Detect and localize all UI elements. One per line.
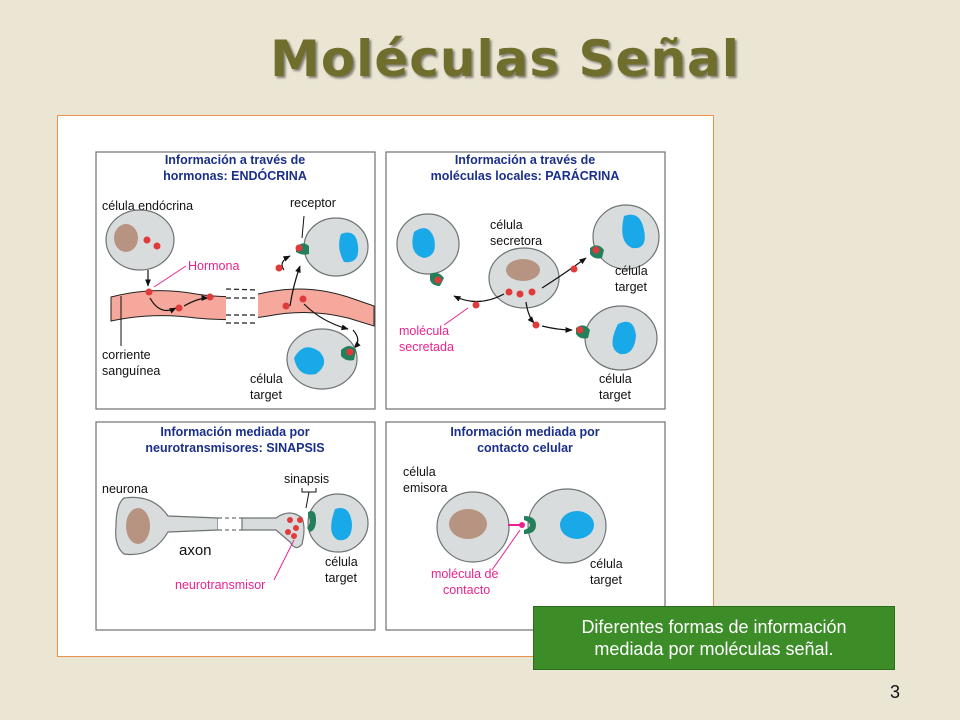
panel-paracrine: Información a través de moléculas locale… [385,151,666,410]
receptor-icon [576,325,590,339]
endocrine-target-label-line2: target [250,388,282,402]
target-b-label-line2: target [599,388,631,402]
neurotransmitter-label: neurotransmisor [175,578,265,592]
slide-title: Moléculas Señal [270,30,740,88]
contact-molecule-label-line1: molécula de [431,567,498,581]
panel-contact: Información mediada por contacto celular… [385,421,666,631]
endocrine-nucleus [114,224,138,252]
vessel-gap [225,288,259,324]
target-b-label-line1: célula [599,372,632,386]
panel-synapse: Información mediada por neurotransmisore… [95,421,376,631]
target-a-label-line2: target [615,280,647,294]
contact-target-label-line2: target [590,573,622,587]
caption-box: Diferentes formas de información mediada… [533,606,895,670]
synapse-target-label-line1: célula [325,555,358,569]
target-a-label-line1: célula [615,264,648,278]
page-number: 3 [889,682,900,702]
blue-nucleus [339,232,359,263]
axon-label: axon [179,542,212,559]
synapse-label: sinapsis [284,472,329,486]
emitter-label-line2: emisora [403,481,448,495]
contact-target-label-line1: célula [590,557,623,571]
blood-label-line1: corriente [102,348,151,362]
endocrine-cell-label: célula endócrina [102,199,193,213]
neuron-label: neurona [102,482,148,496]
hormone-molecule [145,288,153,296]
figure-frame: Información a través de hormonas: ENDÓCR… [57,115,714,657]
contact-title-line2: contacto celular [477,441,573,455]
secretory-label-line1: célula [490,218,523,232]
endocrine-title-line2: hormonas: ENDÓCRINA [163,168,307,183]
synapse-title-line2: neurotransmisores: SINAPSIS [145,441,324,455]
contact-molecule-label-line2: contacto [443,583,490,597]
receptor-icon [307,511,316,532]
panel-endocrine: Información a través de hormonas: ENDÓCR… [95,151,376,410]
signaling-diagram: Información a través de hormonas: ENDÓCR… [95,151,666,631]
synapse-title-line1: Información mediada por [160,425,309,439]
secretory-label-line2: secretora [490,234,542,248]
endocrine-target-cell-upper [303,217,369,277]
contact-title-line1: Información mediada por [450,425,599,439]
secreted-molecule [472,301,480,309]
receptor-label: receptor [290,196,336,210]
synapse-target-label-line2: target [325,571,357,585]
receptor-icon [524,516,536,534]
endocrine-title-line1: Información a través de [165,153,305,167]
receptor-icon [341,346,356,361]
paracrine-title-line2: moléculas locales: PARÁCRINA [431,168,620,183]
receptor-icon [295,243,309,255]
caption-line1: Diferentes formas de información [581,617,847,637]
paracrine-title-line1: Información a través de [455,153,595,167]
emitter-label-line1: célula [403,465,436,479]
endocrine-target-label-line1: célula [250,372,283,386]
secreted-label-line1: molécula [399,324,449,338]
hormone-label: Hormona [188,259,239,273]
blood-label-line2: sanguínea [102,364,160,378]
receptor-icon [590,245,604,259]
secreted-label-line2: secretada [399,340,454,354]
contact-molecule [519,522,525,528]
caption-line2: mediada por moléculas señal. [594,639,834,659]
receptor-icon [430,272,444,286]
